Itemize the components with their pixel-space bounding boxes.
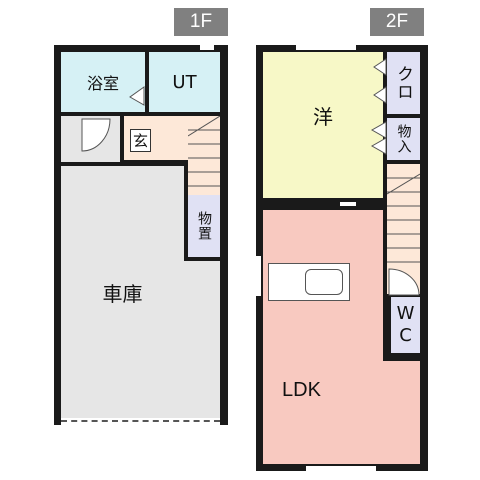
closet-label: クロ (393, 65, 413, 101)
floor-1-label: 1F (174, 8, 228, 36)
western-label: 洋 (313, 104, 333, 129)
storage-closet: 物入 (387, 118, 420, 160)
window (306, 466, 376, 471)
wc-label: WC (395, 303, 416, 347)
closet-door-icon (373, 58, 387, 104)
floor-2-plan: 洋 クロ 物入 WC LDK (256, 45, 428, 471)
sink-icon (305, 269, 343, 295)
interior-wall (263, 198, 383, 210)
bath-label: 浴室 (86, 74, 119, 93)
wc-room: WC (391, 297, 420, 353)
kitchen-counter (268, 263, 350, 301)
utility-label: UT (172, 71, 197, 93)
floor-2-label: 2F (370, 8, 424, 36)
ldk-label: LDK (282, 379, 321, 401)
garage-extension (184, 261, 220, 418)
floor-1-plan: 浴室 UT 玄 物置 車庫 (54, 45, 228, 425)
western-room: 洋 (263, 52, 383, 198)
window (340, 202, 356, 206)
window (256, 256, 261, 296)
garage-door-opening (61, 418, 220, 425)
door-swing-icon (129, 86, 145, 106)
entrance-room: 玄 (124, 116, 188, 160)
closet-room: クロ (387, 52, 420, 114)
door-arc-icon (81, 118, 111, 152)
garage-room: 車庫 (61, 166, 184, 418)
storage-door-icon (370, 121, 387, 155)
wc-door-icon (388, 268, 420, 296)
utility-room: UT (149, 52, 220, 112)
ldk-lower (383, 361, 420, 464)
garage-label: 車庫 (102, 281, 143, 306)
entrance-label: 玄 (130, 129, 152, 152)
storage-label: 物置 (196, 211, 212, 241)
storage-2f-label: 物入 (395, 124, 412, 154)
window (296, 45, 356, 50)
bath-room: 浴室 (61, 52, 145, 112)
ldk-room (263, 210, 383, 464)
storage-room: 物置 (188, 195, 220, 257)
window (200, 45, 214, 50)
